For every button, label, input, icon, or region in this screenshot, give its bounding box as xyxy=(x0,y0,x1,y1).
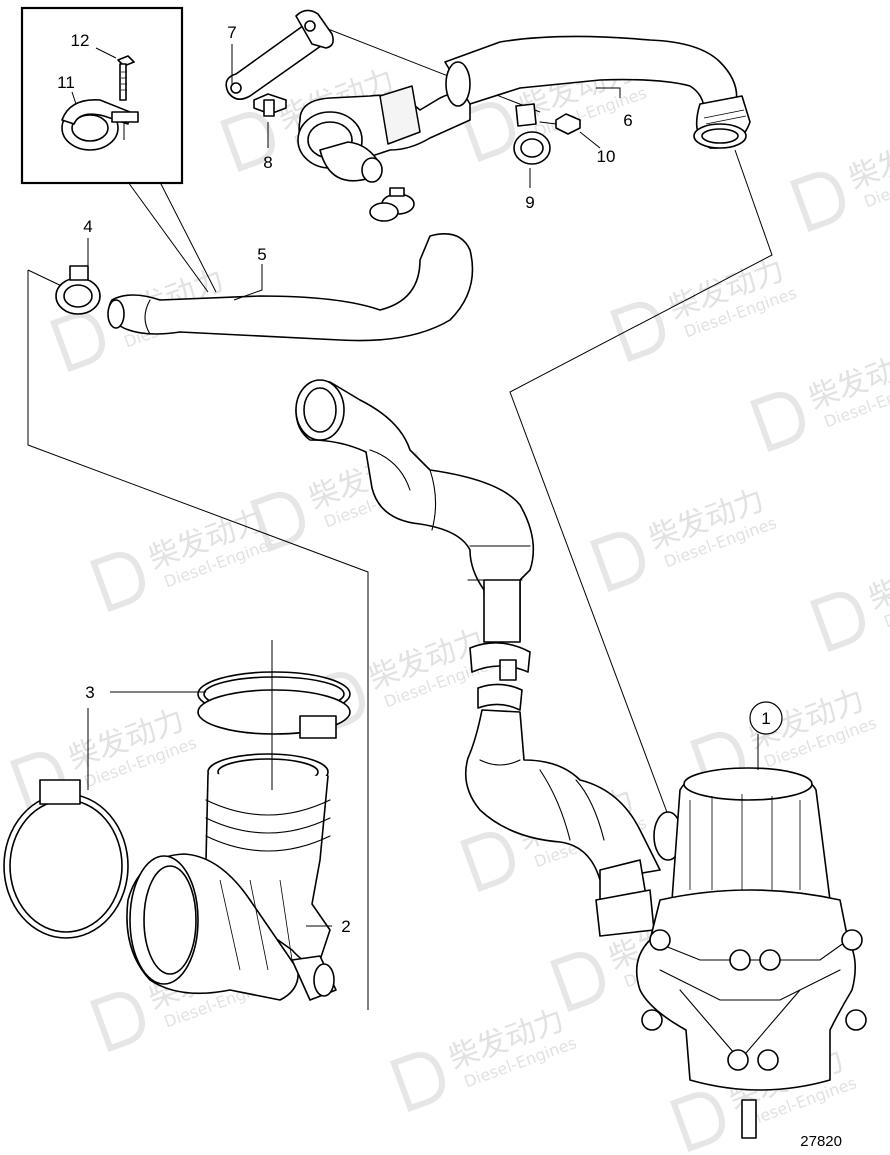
watermark-logo-icon xyxy=(809,592,865,653)
intake-elbow-part-2 xyxy=(126,753,337,1001)
central-vertical-hose xyxy=(295,379,661,937)
watermark-logo-icon xyxy=(789,172,845,233)
callout-11: 11 xyxy=(57,73,75,92)
watermark-logo-icon xyxy=(749,392,805,453)
watermark-logo-icon xyxy=(459,102,515,163)
callout-1-circle xyxy=(749,701,783,735)
watermark-logo-icon xyxy=(389,1052,445,1113)
callout-8: 8 xyxy=(263,153,272,172)
callout-5: 5 xyxy=(257,245,266,264)
watermark-logo-icon xyxy=(459,832,515,893)
callout-labels: 1 2 3 4 5 6 7 8 9 10 11 12 xyxy=(57,23,771,936)
callout-4: 4 xyxy=(83,217,92,236)
clamp-large-left xyxy=(3,779,129,939)
watermark-logo-icon xyxy=(249,492,305,553)
drawing-number: 27820 xyxy=(800,1133,842,1150)
callout-3: 3 xyxy=(85,683,94,702)
bolt-part-10 xyxy=(539,113,581,135)
watermark-text-cn: 柴发动力 xyxy=(864,543,890,617)
upper-valve-assembly xyxy=(297,35,751,183)
watermark-logo-icon xyxy=(549,952,605,1013)
callout-7: 7 xyxy=(227,23,236,42)
callout-leaders xyxy=(71,44,759,927)
callout-6: 6 xyxy=(623,111,632,130)
watermark-logo-icon xyxy=(609,302,665,363)
watermark-logo-icon xyxy=(669,1092,725,1153)
clamp-part-4 xyxy=(55,265,101,315)
watermark-logo-icon xyxy=(89,552,145,613)
watermark-logo-icon xyxy=(219,112,275,173)
clamp-part-9 xyxy=(513,103,551,165)
bolt-part-8 xyxy=(253,93,287,117)
watermark-logo-icon xyxy=(89,992,145,1053)
hose-clip xyxy=(369,187,415,222)
clamp-part-3 xyxy=(197,671,351,739)
inset-detail-box xyxy=(20,6,184,185)
bracket-part-7 xyxy=(225,9,334,100)
separator-part-1 xyxy=(635,767,867,1139)
watermark-logo-icon xyxy=(589,532,645,593)
callout-9: 9 xyxy=(525,193,534,212)
callout-10: 10 xyxy=(597,147,616,166)
assembly-frame-lines xyxy=(27,19,773,1010)
callout-1: 1 xyxy=(761,709,770,728)
callout-2: 2 xyxy=(341,917,350,936)
callout-12: 12 xyxy=(71,31,90,50)
hose-part-5 xyxy=(107,233,474,342)
watermark-logo-icon xyxy=(49,312,105,373)
watermark-logo-icon xyxy=(309,672,365,733)
